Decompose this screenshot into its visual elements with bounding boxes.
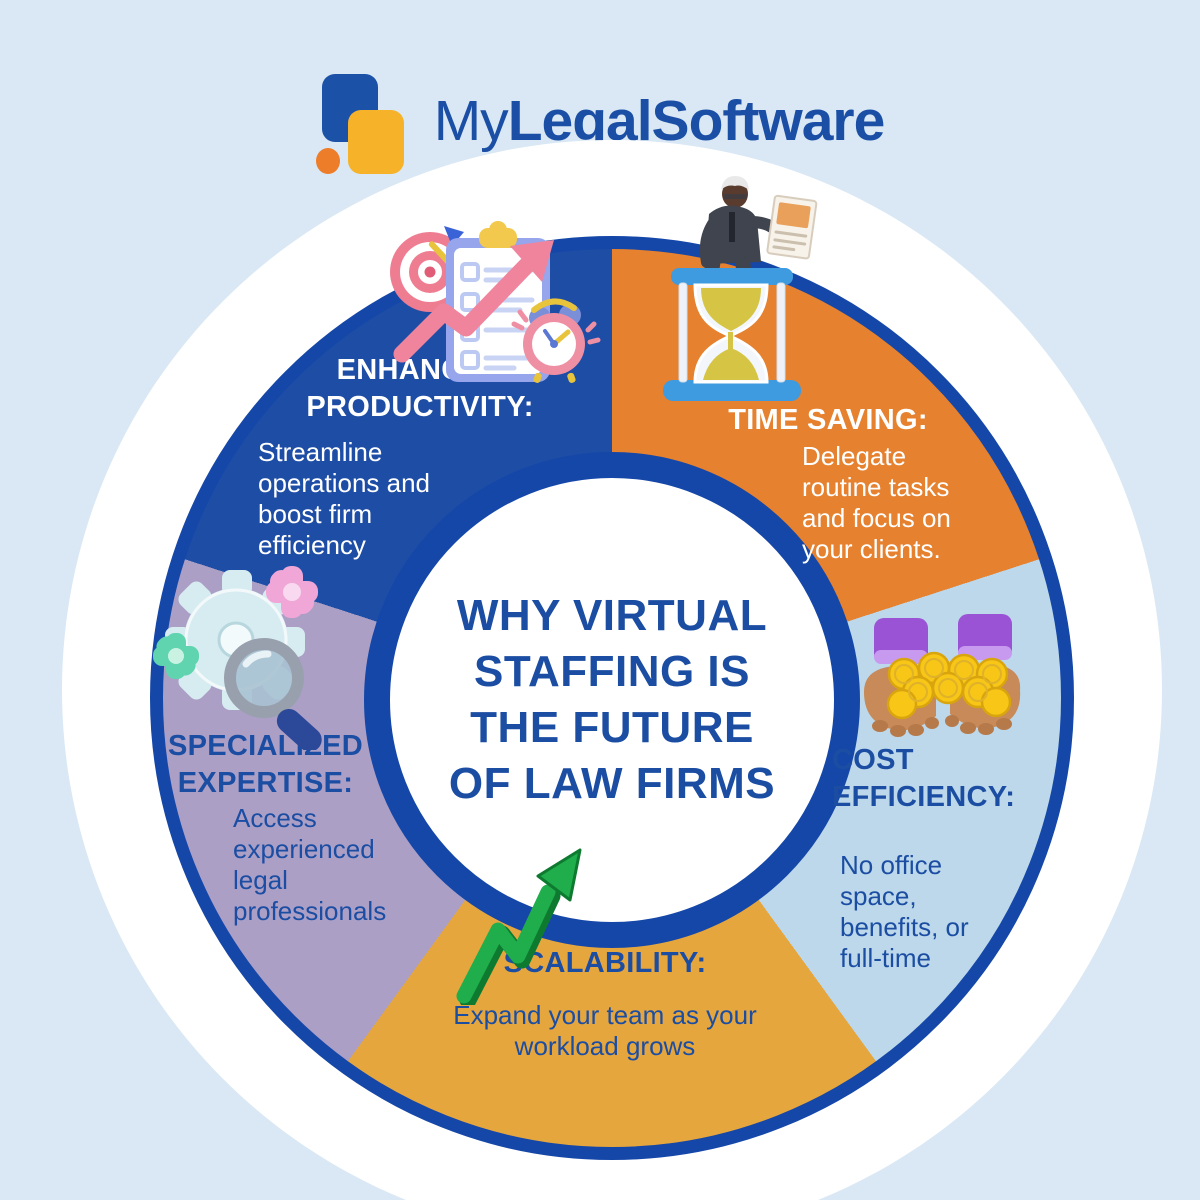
title-line: THE FUTURE <box>470 703 754 752</box>
logo-orange-dot <box>315 148 340 174</box>
segment-body-time-saving: Delegate routine tasks and focus on your… <box>802 441 951 564</box>
segment-heading-specialized-expertise: SPECIALIZED EXPERTISE: <box>167 730 364 800</box>
title-line: STAFFING IS <box>473 647 750 697</box>
segment-heading-cost-efficiency: COST EFFICIENCY: <box>832 744 1016 814</box>
title-line: WHY VIRTUAL <box>456 591 768 641</box>
logo-mark-icon <box>315 68 408 174</box>
gear-magnifier-icon <box>153 566 322 750</box>
logo-text-my: My <box>433 89 509 153</box>
segment-body-scalability: Expand your team as your workload grows <box>453 1000 757 1061</box>
segment-heading-time-saving: TIME SAVING: <box>728 404 928 436</box>
segment-heading-scalability: SCALABILITY: <box>503 947 707 979</box>
title-line: OF LAW FIRMS <box>448 758 776 808</box>
segment-body-specialized-expertise: Access experienced legal professionals <box>233 803 387 926</box>
logo-yellow-square <box>347 110 404 174</box>
segment-body-enhanced-productivity: Streamline operations and boost firm eff… <box>258 437 431 560</box>
growth-arrow-icon <box>456 848 582 1005</box>
clipboard-target-chart-clock-icon <box>390 221 601 383</box>
segment-body-cost-efficiency: No office space, benefits, or full-time <box>840 850 969 973</box>
hourglass-person-icon <box>663 176 818 401</box>
page-title: WHY VIRTUAL STAFFING IS THE FUTURE OF LA… <box>449 588 775 812</box>
hands-holding-coins-icon <box>864 614 1021 737</box>
